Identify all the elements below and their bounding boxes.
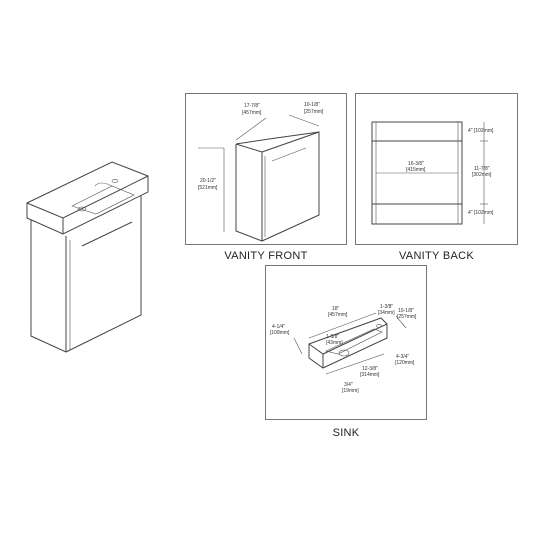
sink-height-label: 4-1/4" — [272, 324, 285, 330]
back-middle-mm-label: [302mm] — [472, 172, 492, 178]
front-height-label: 20-1/2" — [200, 178, 216, 184]
door-handle — [81, 221, 133, 247]
sink-faucet-hole-icon — [376, 324, 382, 328]
vanity-back-drawing: 4" [102mm] 16-3/8" [415mm] 11-7/8" [302m… — [371, 121, 494, 225]
back-width-label: 16-3/8" — [408, 161, 424, 167]
basin — [71, 185, 135, 215]
cabinet-side — [30, 220, 67, 353]
sink-basin-len-label: 12-3/8" — [362, 366, 378, 372]
front-depth-mm-label: [257mm] — [304, 109, 324, 115]
sink-faucet-label: 1-3/8" — [380, 304, 393, 310]
back-width-mm-label: [415mm] — [406, 167, 426, 173]
sink-faucet-mm-label: [34mm] — [378, 310, 395, 316]
vanity-front-drawing: 17-7/8" [457mm] 10-1/8" [257mm] 20-1/2" … — [198, 102, 324, 242]
vanity-back-panel: 4" [102mm] 16-3/8" [415mm] 11-7/8" [302m… — [355, 93, 518, 245]
front-height-mm-label: [521mm] — [198, 185, 218, 191]
sink-drawing: 18" [457mm] 1-3/8" [34mm] 10-1/8" [257mm… — [270, 304, 417, 394]
back-top-gap-label: 4" [102mm] — [468, 128, 494, 134]
caption-vanity-back: VANITY BACK — [398, 250, 475, 262]
drain-icon — [77, 206, 87, 212]
sink-drain-mm-label: [43mm] — [326, 340, 343, 346]
sink-lip-label: 3/4" — [344, 382, 353, 388]
sink-basin-len-mm-label: [314mm] — [360, 372, 380, 378]
sink-depth-mm-label: [257mm] — [397, 314, 417, 320]
sink-panel: 18" [457mm] 1-3/8" [34mm] 10-1/8" [257mm… — [265, 265, 427, 420]
sink-basin-depth-mm-label: [120mm] — [395, 360, 415, 366]
sink-lip-mm-label: [19mm] — [342, 388, 359, 394]
back-middle-label: 11-7/8" — [474, 166, 490, 172]
sink-basin-depth-label: 4-3/4" — [396, 354, 409, 360]
faucet-hole-icon — [111, 179, 119, 183]
vanity-front-panel: 17-7/8" [457mm] 10-1/8" [257mm] 20-1/2" … — [185, 93, 347, 245]
caption-vanity-front: VANITY FRONT — [224, 250, 308, 262]
sink-drain-icon — [338, 349, 350, 357]
sink-drain-label: 1-5/8" — [326, 334, 339, 340]
front-width-label: 17-7/8" — [244, 103, 260, 109]
sink-height-mm-label: [108mm] — [270, 330, 290, 336]
front-depth-label: 10-1/8" — [304, 102, 320, 108]
back-bottom-gap-label: 4" [102mm] — [468, 210, 494, 216]
caption-sink: SINK — [332, 427, 360, 439]
front-width-mm-label: [457mm] — [242, 110, 262, 116]
sink-length-label: 18" — [332, 306, 340, 312]
cabinet-front — [65, 196, 142, 353]
sink-depth-label: 10-1/8" — [398, 308, 414, 314]
sink-length-mm-label: [457mm] — [328, 312, 348, 318]
